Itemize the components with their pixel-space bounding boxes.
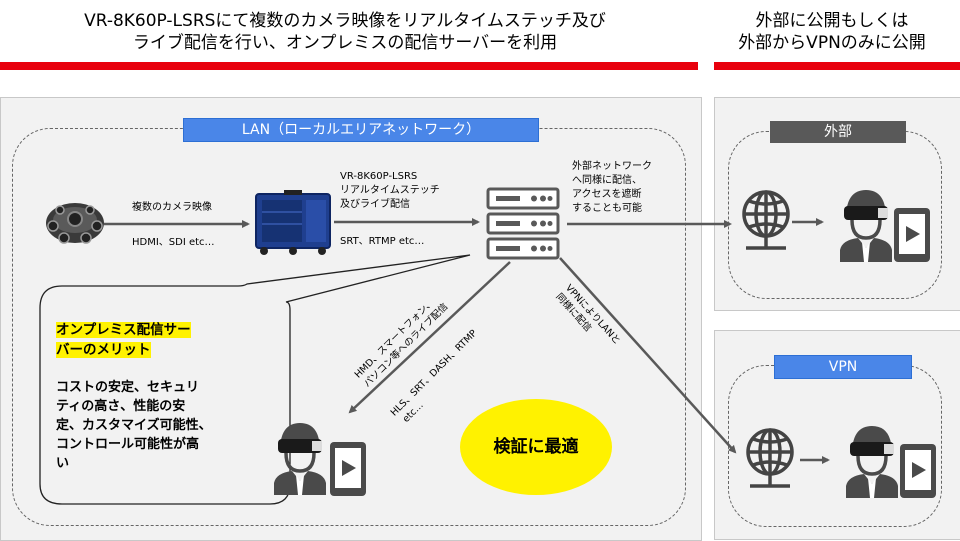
- vr-camera-rig-icon: [46, 203, 104, 244]
- globe-network-icon-external: [742, 190, 790, 250]
- vpn-label: VPN: [774, 355, 912, 379]
- header-left-line2: ライブ配信を行い、オンプレミスの配信サーバーを利用: [132, 33, 558, 53]
- stitcher-protocol-label: SRT、RTMP etc…: [340, 236, 425, 247]
- external-delivery-line2: へ同様に配信、: [572, 175, 642, 186]
- lan-label: LAN（ローカルエリアネットワーク）: [183, 118, 539, 142]
- arrow-server-to-lan: [348, 261, 511, 414]
- header-right-line2: 外部からVPNのみに公開: [738, 33, 926, 53]
- external-delivery-line1: 外部ネットワーク: [572, 161, 652, 172]
- camera-label: 複数のカメラ映像: [132, 202, 212, 213]
- merit-title-line2: バーのメリット: [56, 342, 151, 358]
- vr-user-icon-vpn: [846, 426, 898, 498]
- external-delivery-label: 外部ネットワーク へ同様に配信、 アクセスを遮断 することも可能: [572, 160, 652, 216]
- header-left-title: VR-8K60P-LSRSにて複数のカメラ映像をリアルタイムステッチ及び ライブ…: [20, 10, 670, 54]
- stitcher-label-line1: VR-8K60P-LSRS: [340, 171, 418, 182]
- header-left-bar: [0, 62, 698, 70]
- stitcher-label-line3: 及びライブ配信: [340, 199, 410, 210]
- tablet-play-icon-lan: [330, 442, 366, 496]
- arrow-server-to-vpn: [559, 257, 737, 454]
- stitcher-label-line2: リアルタイムステッチ: [340, 185, 440, 196]
- merit-body-line2: ティの高さ、性能の安: [56, 399, 186, 414]
- external-delivery-line4: することも可能: [572, 203, 642, 214]
- stitcher-label: VR-8K60P-LSRS リアルタイムステッチ 及びライブ配信: [340, 170, 440, 212]
- stitcher-case-icon: [255, 190, 331, 255]
- header-right-title: 外部に公開もしくは 外部からVPNのみに公開: [712, 10, 952, 54]
- vr-user-icon-lan: [274, 423, 326, 495]
- merit-body-line4: コントロール可能性が高: [56, 437, 200, 452]
- tablet-play-icon-vpn: [900, 444, 936, 498]
- vr-user-icon-external: [840, 190, 892, 262]
- merit-body-line5: い: [56, 456, 70, 471]
- merit-body-line1: コストの安定、セキュリ: [56, 380, 200, 395]
- external-label: 外部: [770, 121, 906, 143]
- merit-title-line1: オンプレミス配信サー: [56, 322, 191, 338]
- optimal-badge: 検証に最適: [493, 437, 579, 457]
- merit-title: オンプレミス配信サー バーのメリット: [56, 320, 191, 360]
- tablet-play-icon-external: [894, 208, 930, 262]
- camera-signal-label: HDMI、SDI etc…: [132, 237, 215, 248]
- header-right-line1: 外部に公開もしくは: [755, 11, 909, 31]
- merit-body: コストの安定、セキュリ ティの高さ、性能の安 定、カスタマイズ可能性、 コントロ…: [56, 378, 212, 473]
- merit-body-line3: 定、カスタマイズ可能性、: [56, 418, 212, 433]
- globe-network-icon-vpn: [746, 428, 794, 488]
- server-icon: [486, 187, 560, 260]
- header-right-bar: [714, 62, 960, 70]
- header-left-line1: VR-8K60P-LSRSにて複数のカメラ映像をリアルタイムステッチ及び: [84, 11, 606, 31]
- external-delivery-line3: アクセスを遮断: [572, 189, 642, 200]
